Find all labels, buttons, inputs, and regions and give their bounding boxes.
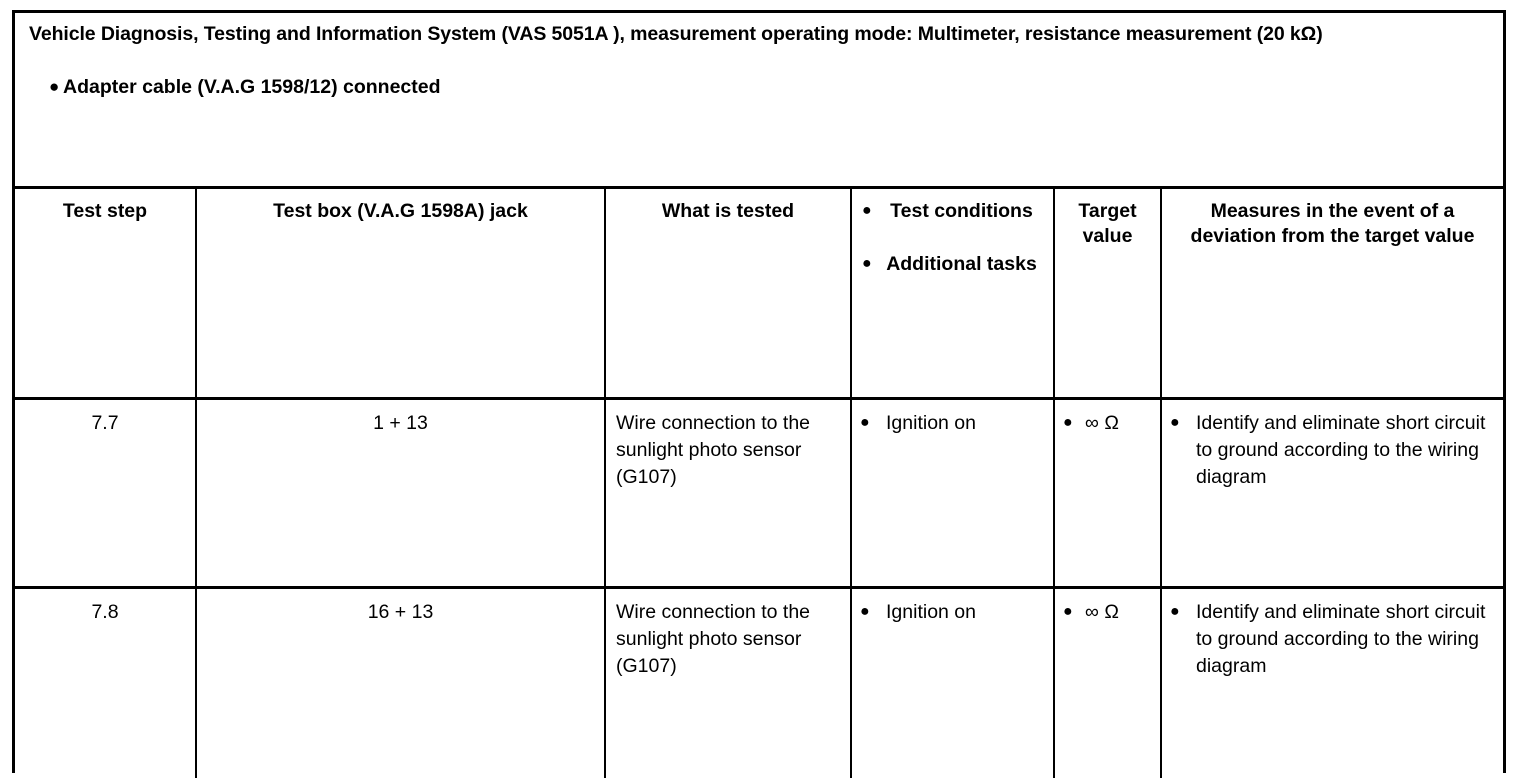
column-header-target-value: Target value — [1053, 186, 1162, 400]
cell-test-conditions-item: ● Ignition on — [856, 599, 1049, 626]
cell-test-box-jack: 1 + 13 — [195, 398, 606, 589]
cell-measures-value: Identify and eliminate short circuit to … — [1196, 601, 1486, 677]
cell-test-conditions-list: ● Ignition on — [852, 400, 1053, 437]
cell-test-conditions: ● Ignition on — [850, 587, 1055, 778]
bullet-dot-icon: ● — [1063, 414, 1073, 431]
column-header-bullet-test-conditions: ● Test conditions — [856, 199, 1049, 224]
cell-what-is-tested-value: Wire connection to the sunlight photo se… — [616, 412, 811, 488]
cell-target-value-list: ● ∞ Ω — [1055, 400, 1160, 437]
cell-test-step: 7.8 — [15, 587, 197, 778]
cell-test-step-value: 7.8 — [91, 601, 119, 623]
cell-target-value-value: ∞ Ω — [1085, 412, 1119, 434]
intro-block: Vehicle Diagnosis, Testing and Informati… — [15, 13, 1503, 186]
cell-measures-item: ● Identify and eliminate short circuit t… — [1166, 599, 1499, 680]
cell-target-value-item: ● ∞ Ω — [1059, 599, 1156, 626]
column-header-test-step-label: Test step — [62, 200, 148, 222]
bullet-dot-icon: ● — [862, 254, 872, 272]
cell-test-box-jack-value: 16 + 13 — [367, 601, 434, 623]
column-header-target-value-label: Target value — [1078, 200, 1137, 247]
cell-test-conditions: ● Ignition on — [850, 398, 1055, 589]
cell-measures-item: ● Identify and eliminate short circuit t… — [1166, 410, 1499, 491]
cell-target-value: ● ∞ Ω — [1053, 398, 1162, 589]
bullet-dot-icon: ● — [1063, 603, 1073, 620]
cell-what-is-tested-value: Wire connection to the sunlight photo se… — [616, 601, 811, 677]
table-row: 7.8 16 + 13 Wire connection to the sunli… — [15, 587, 1503, 778]
column-header-test-conditions-label: Test conditions — [890, 200, 1033, 222]
column-header-test-box-jack: Test box (V.A.G 1598A) jack — [195, 186, 606, 400]
cell-measures: ● Identify and eliminate short circuit t… — [1160, 398, 1503, 589]
cell-target-value-value: ∞ Ω — [1085, 601, 1119, 623]
intro-bullet-item: ● Adapter cable (V.A.G 1598/12) connecte… — [29, 75, 1489, 100]
column-header-test-step: Test step — [15, 186, 197, 400]
cell-measures-list: ● Identify and eliminate short circuit t… — [1162, 400, 1503, 491]
column-header-test-box-jack-label: Test box (V.A.G 1598A) jack — [273, 200, 528, 222]
cell-test-conditions-value: Ignition on — [886, 601, 976, 623]
column-header-bullet-list: ● Test conditions ● Additional tasks — [852, 189, 1053, 277]
bullet-dot-icon: ● — [1170, 603, 1180, 620]
cell-test-conditions-item: ● Ignition on — [856, 410, 1049, 437]
cell-what-is-tested: Wire connection to the sunlight photo se… — [604, 587, 852, 778]
cell-measures-list: ● Identify and eliminate short circuit t… — [1162, 589, 1503, 680]
cell-test-box-jack-value: 1 + 13 — [373, 412, 428, 434]
bullet-dot-icon: ● — [1170, 414, 1180, 431]
bullet-dot-icon: ● — [49, 76, 60, 96]
bullet-dot-icon: ● — [860, 603, 870, 620]
column-header-what-is-tested-label: What is tested — [661, 200, 795, 222]
cell-target-value-item: ● ∞ Ω — [1059, 410, 1156, 437]
column-header-test-conditions: ● Test conditions ● Additional tasks — [850, 186, 1055, 400]
cell-test-box-jack: 16 + 13 — [195, 587, 606, 778]
cell-test-step-value: 7.7 — [91, 412, 119, 434]
column-header-bullet-additional-tasks: ● Additional tasks — [856, 252, 1049, 277]
column-header-measures-label: Measures in the event of a deviation fro… — [1190, 200, 1475, 247]
intro-bullet-list: ● Adapter cable (V.A.G 1598/12) connecte… — [29, 75, 1489, 100]
test-step-table: Test step Test box (V.A.G 1598A) jack Wh… — [15, 186, 1503, 778]
column-header-additional-tasks-label: Additional tasks — [886, 252, 1037, 275]
table-header-row: Test step Test box (V.A.G 1598A) jack Wh… — [15, 186, 1503, 400]
cell-test-conditions-value: Ignition on — [886, 412, 976, 434]
cell-measures: ● Identify and eliminate short circuit t… — [1160, 587, 1503, 778]
cell-test-conditions-list: ● Ignition on — [852, 589, 1053, 626]
cell-measures-value: Identify and eliminate short circuit to … — [1196, 412, 1486, 488]
column-header-measures: Measures in the event of a deviation fro… — [1160, 186, 1503, 400]
bullet-dot-icon: ● — [860, 414, 870, 431]
bullet-dot-icon: ● — [862, 202, 872, 219]
content-frame: Vehicle Diagnosis, Testing and Informati… — [12, 10, 1506, 778]
table-row: 7.7 1 + 13 Wire connection to the sunlig… — [15, 398, 1503, 589]
cell-target-value: ● ∞ Ω — [1053, 587, 1162, 778]
column-header-what-is-tested: What is tested — [604, 186, 852, 400]
cell-test-step: 7.7 — [15, 398, 197, 589]
page-title: Vehicle Diagnosis, Testing and Informati… — [29, 23, 1323, 45]
cell-what-is-tested: Wire connection to the sunlight photo se… — [604, 398, 852, 589]
cell-target-value-list: ● ∞ Ω — [1055, 589, 1160, 626]
intro-bullet-text: Adapter cable (V.A.G 1598/12) connected — [63, 75, 441, 98]
